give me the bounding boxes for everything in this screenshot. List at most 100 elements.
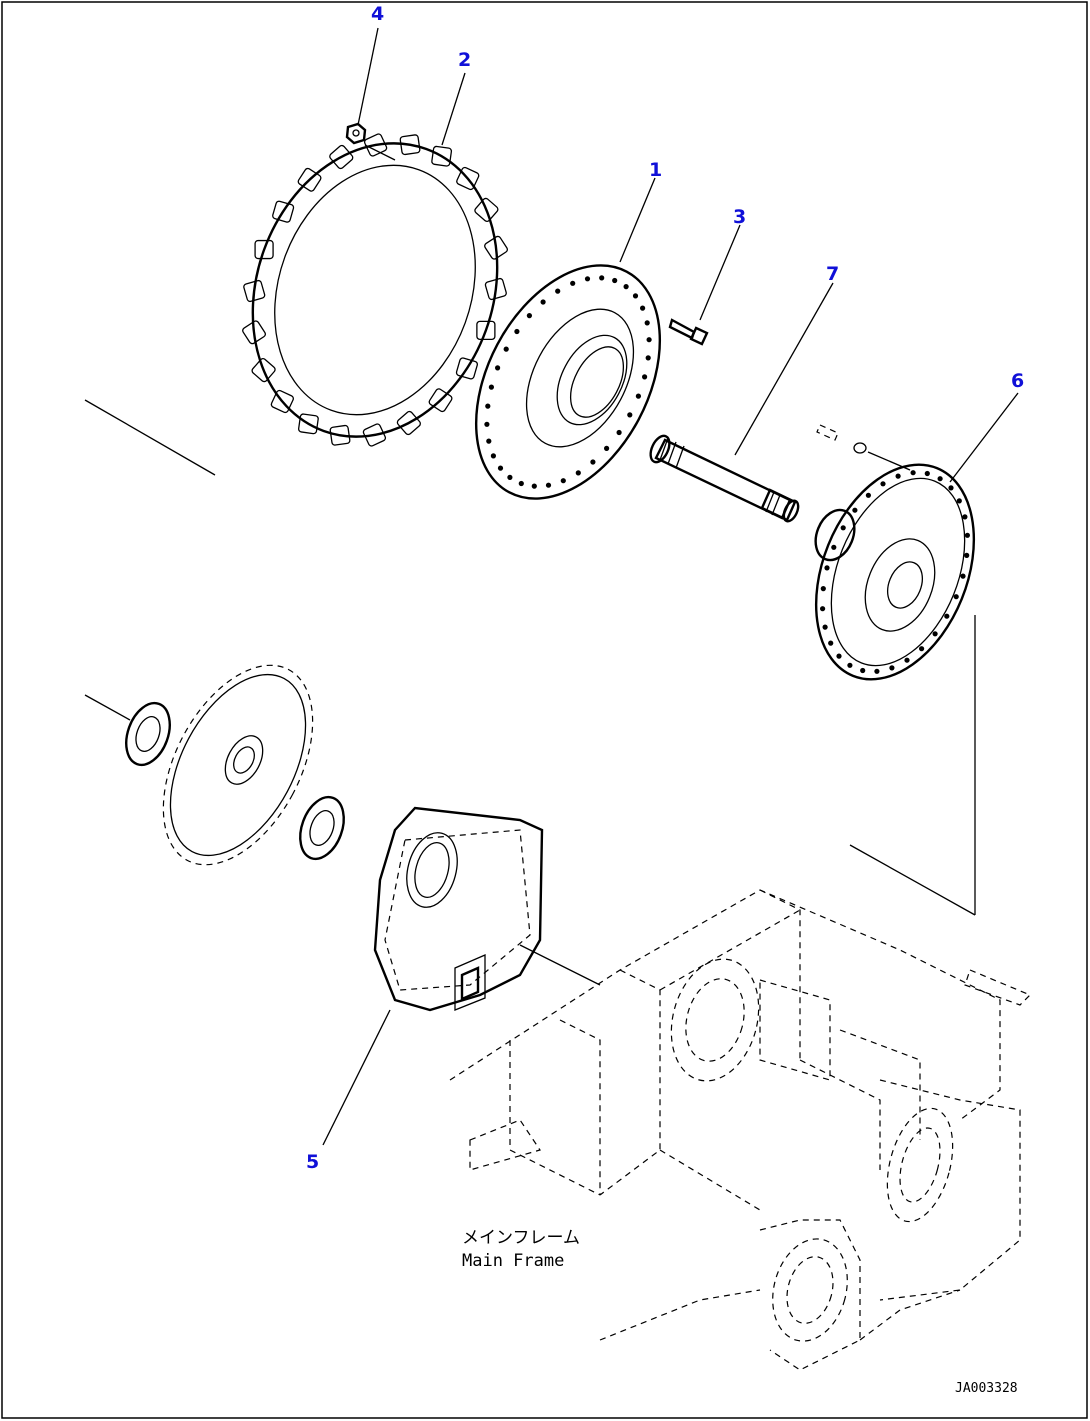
bolt-hole	[962, 514, 968, 520]
bolt-hole	[623, 284, 629, 290]
bolt-hole	[503, 346, 509, 352]
bolt-hole	[953, 594, 959, 600]
sprocket-tooth	[243, 279, 266, 303]
bolt-hole	[497, 465, 504, 471]
bolt-hole	[646, 337, 652, 343]
bolt-hole	[612, 277, 618, 284]
sprocket-tooth	[254, 239, 274, 260]
sprocket-tooth	[396, 410, 421, 436]
bolt-hole	[904, 657, 910, 663]
bolt-hole	[874, 668, 880, 674]
sprocket-tooth	[251, 357, 276, 383]
bolt-hole	[860, 667, 866, 674]
bolt-hole	[932, 631, 938, 637]
sprocket-tooth	[476, 320, 496, 341]
bolt-hole	[560, 478, 566, 484]
sprocket-tooth	[399, 134, 421, 156]
bolt-hole	[895, 473, 901, 479]
bolt-hole	[964, 552, 970, 559]
bolt-hole	[526, 313, 533, 319]
bolt-hole	[642, 374, 648, 380]
bolt-hole	[865, 492, 872, 498]
sprocket-tooth	[431, 145, 453, 167]
bolt-hole	[644, 320, 650, 326]
bolt-hole	[960, 573, 966, 579]
bolt-hole	[919, 646, 925, 652]
callout-2: 2	[458, 49, 471, 71]
callout-6: 6	[1011, 370, 1024, 392]
part-1-hub-flange	[474, 264, 662, 500]
part-5-housing-cover	[373, 806, 544, 1012]
bolt-hole	[847, 662, 853, 668]
sprocket-tooth	[297, 167, 322, 192]
main-frame	[449, 889, 1032, 1371]
callouts: 4 2 1 3 7 6 5	[306, 3, 1024, 1173]
figure-code: JA003328	[955, 1381, 1018, 1396]
bolt-hole	[910, 470, 916, 476]
bolt-hole	[627, 412, 633, 418]
bolt-hole	[852, 507, 858, 513]
bolt-hole	[836, 653, 842, 659]
part-4-nut	[345, 122, 367, 145]
bolt-hole	[824, 565, 830, 571]
sprocket-tooth	[329, 144, 354, 170]
callout-1: 1	[649, 159, 662, 181]
bolt-hole	[485, 403, 491, 409]
bolt-hole	[570, 280, 576, 286]
sprocket-tooth	[270, 389, 294, 414]
bolt-hole	[531, 483, 537, 489]
bolt-hole	[555, 288, 561, 294]
bolt-hole	[822, 624, 828, 630]
bolt-hole	[584, 276, 591, 282]
bolt-hole	[540, 299, 546, 305]
bolt-hole	[545, 482, 552, 488]
bolt-hole	[840, 525, 846, 531]
bolt-hole	[948, 485, 954, 491]
bolt-hole	[924, 470, 930, 477]
part-3-bolt	[668, 318, 709, 346]
sprocket-tooth	[456, 166, 480, 191]
bolt-hole	[632, 293, 639, 299]
bolt-hole	[575, 470, 581, 476]
bolt-hole	[590, 459, 596, 465]
bolt-hole	[604, 445, 610, 451]
caption-japanese: メインフレーム	[462, 1228, 580, 1248]
callout-5: 5	[306, 1151, 319, 1173]
bolt-hole	[488, 384, 494, 390]
sprocket-tooth	[484, 277, 507, 301]
bolt-hole	[820, 586, 826, 592]
sprocket-tooth	[329, 424, 351, 446]
bolt-hole	[495, 365, 501, 371]
part-7-shaft	[649, 434, 800, 523]
bolt-hole	[889, 665, 895, 671]
callout-7: 7	[826, 263, 839, 285]
bolt-hole	[880, 481, 886, 487]
bolt-hole	[514, 328, 520, 335]
bolt-hole	[937, 476, 943, 482]
leader-lines	[84, 27, 1019, 1146]
sprocket-tooth	[362, 423, 387, 447]
bolt-hole	[490, 453, 496, 459]
bolt-hole	[645, 355, 651, 361]
bolt-hole	[828, 640, 834, 646]
sprocket-tooth	[363, 133, 388, 157]
bolt-hole	[599, 275, 605, 281]
sprocket-tooth	[428, 388, 453, 413]
bolt-hole	[640, 305, 646, 311]
caption-english: Main Frame	[462, 1251, 564, 1271]
part-6-final-drive-carrier	[814, 424, 976, 681]
bolt-hole	[635, 393, 642, 399]
bolt-hole	[820, 606, 826, 612]
left-bearing-group	[125, 664, 345, 866]
bolt-hole	[486, 438, 492, 444]
callout-3: 3	[733, 206, 746, 228]
sprocket-tooth	[455, 357, 478, 380]
sprocket-tooth	[474, 197, 499, 223]
bolt-hole	[831, 544, 837, 550]
sprocket-tooth	[272, 200, 295, 223]
sprocket-tooth	[484, 235, 508, 260]
bolt-hole	[507, 474, 513, 480]
bolt-hole	[484, 421, 490, 427]
